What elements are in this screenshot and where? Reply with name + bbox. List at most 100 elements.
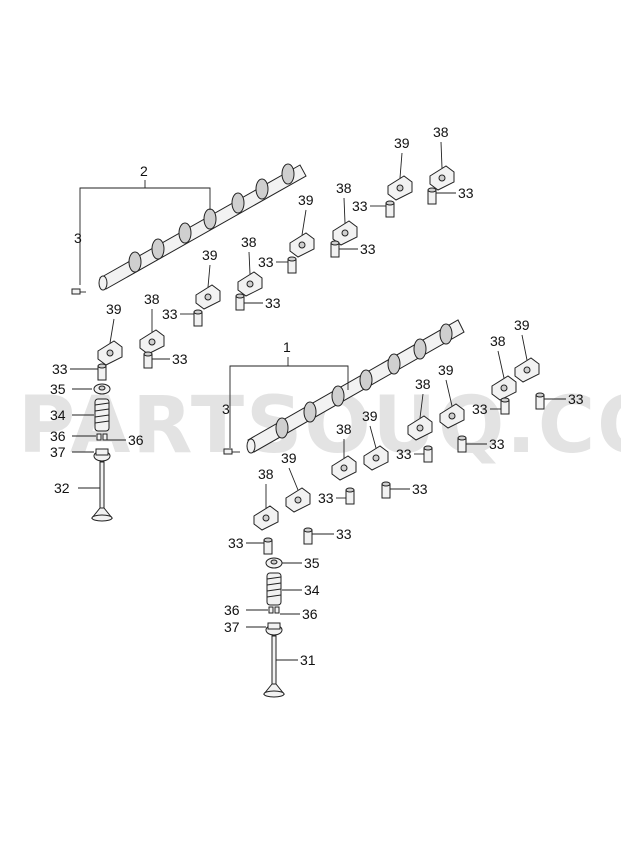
callout-38-8: 38 [490,333,506,349]
valve-spring-upper[interactable] [94,398,110,432]
callout-38-4: 38 [241,234,257,250]
rocker-arm-38-4[interactable] [237,271,263,297]
hydraulic-lifter-3[interactable] [287,256,297,274]
hydraulic-lifter-7[interactable] [97,363,107,381]
collet-right-lower[interactable] [274,606,280,614]
callout-33-4: 33 [265,295,281,311]
collet-right-upper[interactable] [102,433,108,441]
collet-left-upper[interactable] [96,433,102,441]
valve-upper[interactable] [90,461,114,522]
rocker-arm-38-10[interactable] [407,415,433,441]
callout-33-6: 33 [172,351,188,367]
hydraulic-lifter-13[interactable] [381,481,391,499]
callout-39-13: 39 [362,408,378,424]
valve-assembly-lower: 35 34 36 36 37 31 [224,555,320,698]
callout-2: 2 [140,163,148,179]
dowel-pin-upper[interactable] [71,288,86,295]
hydraulic-lifter-2[interactable] [330,240,340,258]
callout-3-lower: 3 [222,401,230,417]
valve-retainer-upper[interactable] [93,383,111,395]
leader-rocker-9 [521,334,528,361]
callout-33-12: 33 [318,490,334,506]
rocker-arm-38-2[interactable] [332,220,358,246]
hydraulic-lifter-9[interactable] [535,392,545,410]
spring-seat-lower[interactable] [265,622,283,636]
callout-35-upper: 35 [50,381,66,397]
callout-34-lower: 34 [304,582,320,598]
callout-35-lower: 35 [304,555,320,571]
callout-33-14: 33 [228,535,244,551]
leader-rocker-3 [301,209,307,236]
camshaft-lower[interactable] [246,319,465,454]
leader-rocker-13 [369,425,377,449]
callout-38-0: 38 [433,124,449,140]
rocker-arm-39-1[interactable] [387,175,413,201]
rocker-arm-39-7[interactable] [97,340,123,366]
rocker-arm-39-15[interactable] [285,487,311,513]
callout-39-5: 39 [202,247,218,263]
callout-39-1: 39 [394,135,410,151]
valve-lower[interactable] [262,635,286,698]
valve-retainer-lower[interactable] [265,557,283,569]
rocker-arm-38-8[interactable] [491,375,517,401]
leader-rocker-8 [497,350,505,379]
hydraulic-lifter-5[interactable] [193,309,203,327]
callout-3-upper: 3 [74,230,82,246]
callout-33-2: 33 [360,241,376,257]
callout-33-1: 33 [352,198,368,214]
callout-32: 32 [54,480,70,496]
hydraulic-lifter-8[interactable] [500,397,510,415]
hydraulic-lifter-14[interactable] [263,537,273,555]
callout-33-7: 33 [52,361,68,377]
callout-31: 31 [300,652,316,668]
callout-33-0: 33 [458,185,474,201]
rocker-arm-38-0[interactable] [429,165,455,191]
callout-38-6: 38 [144,291,160,307]
callout-37-lower: 37 [224,619,240,635]
leader-rocker-15 [288,467,299,491]
hydraulic-lifter-4[interactable] [235,293,245,311]
callout-1: 1 [283,339,291,355]
leader-rocker-11 [445,379,453,407]
callout-34-upper: 34 [50,407,66,423]
hydraulic-lifter-11[interactable] [457,435,467,453]
leader-rocker-7 [109,318,115,344]
callout-33-9: 33 [568,391,584,407]
leader-rocker-0 [440,141,443,169]
hydraulic-lifter-6[interactable] [143,351,153,369]
callout-36a-lower: 36 [224,602,240,618]
hydraulic-lifter-10[interactable] [423,445,433,463]
rocker-arm-39-13[interactable] [363,445,389,471]
rocker-arm-39-3[interactable] [289,232,315,258]
leader-rocker-4 [248,251,251,275]
hydraulic-lifter-12[interactable] [345,487,355,505]
rocker-arm-38-14[interactable] [253,505,279,531]
leader-cam-lower [229,365,349,448]
hydraulic-lifter-15[interactable] [303,527,313,545]
dowel-pin-lower[interactable] [223,448,240,455]
rocker-arm-39-5[interactable] [195,284,221,310]
leader-rocker-1 [399,152,403,179]
valve-assembly-upper: 35 34 36 36 37 32 [50,381,144,522]
callout-39-11: 39 [438,362,454,378]
callout-36b-lower: 36 [302,606,318,622]
rocker-arm-38-12[interactable] [331,455,357,481]
rocker-arm-39-9[interactable] [514,357,540,383]
callout-33-5: 33 [162,306,178,322]
hydraulic-lifter-0[interactable] [427,187,437,205]
callout-33-15: 33 [336,526,352,542]
callout-39-3: 39 [298,192,314,208]
callout-33-11: 33 [489,436,505,452]
leader-rocker-10 [419,393,424,419]
callout-39-9: 39 [514,317,530,333]
rocker-arm-38-6[interactable] [139,329,165,355]
spring-seat-upper[interactable] [93,448,111,462]
hydraulic-lifter-1[interactable] [385,200,395,218]
callout-39-15: 39 [281,450,297,466]
camshaft-upper[interactable] [98,163,307,291]
callout-36a-upper: 36 [50,428,66,444]
rocker-arm-39-11[interactable] [439,403,465,429]
valve-spring-lower[interactable] [266,572,282,606]
collet-left-lower[interactable] [268,606,274,614]
